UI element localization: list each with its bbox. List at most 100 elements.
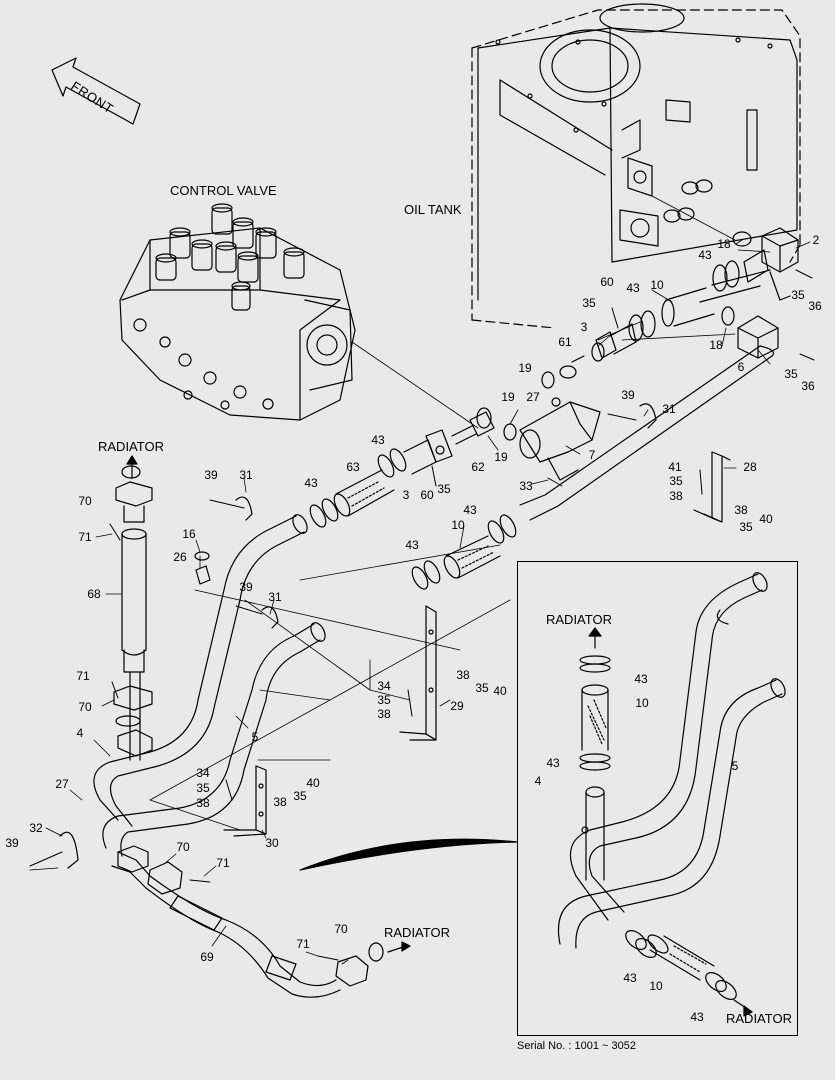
callout-43: 43	[546, 756, 560, 770]
callout-70: 70	[176, 840, 190, 854]
radiator-arrows	[126, 455, 411, 953]
callout-35: 35	[669, 474, 683, 488]
control-valve-spools	[155, 203, 305, 311]
serial-number: Serial No. : 1001 ~ 3052	[517, 1040, 636, 1052]
callout-32: 32	[29, 821, 43, 835]
callout-43: 43	[463, 503, 477, 517]
callout-7: 7	[588, 448, 596, 462]
adapter-3-upper	[591, 323, 637, 362]
callout-36: 36	[808, 299, 822, 313]
callout-38: 38	[669, 489, 683, 503]
plug-26	[194, 551, 211, 585]
callout-39: 39	[5, 836, 19, 850]
front-arrow-icon	[51, 57, 141, 125]
callout-61: 61	[558, 335, 572, 349]
callout-26: 26	[173, 550, 187, 564]
o-rings	[115, 231, 752, 962]
suction-pipe-upper	[699, 269, 771, 303]
callout-10: 10	[451, 518, 465, 532]
radiator-label-top: RADIATOR	[98, 439, 164, 454]
adapter-3-lower	[403, 429, 453, 475]
callout-38: 38	[734, 503, 748, 517]
hose-69	[111, 851, 341, 998]
callout-34: 34	[196, 766, 210, 780]
callout-43: 43	[698, 248, 712, 262]
callout-38: 38	[456, 668, 470, 682]
callout-71: 71	[216, 856, 230, 870]
callout-63: 63	[346, 460, 360, 474]
callout-19: 19	[494, 450, 508, 464]
bolts	[29, 269, 815, 961]
callout-35: 35	[791, 288, 805, 302]
callout-2: 2	[812, 233, 820, 247]
callout-31: 31	[662, 402, 676, 416]
callout-43: 43	[304, 476, 318, 490]
callout-10: 10	[649, 979, 663, 993]
callout-41: 41	[668, 460, 682, 474]
callout-27: 27	[526, 390, 540, 404]
callout-62: 62	[471, 460, 485, 474]
callout-31: 31	[268, 590, 282, 604]
callout-35: 35	[196, 781, 210, 795]
callout-29: 29	[450, 699, 464, 713]
control-valve-label: CONTROL VALVE	[170, 183, 277, 198]
callout-35: 35	[739, 520, 753, 534]
radiator-label-inset-top: RADIATOR	[546, 612, 612, 627]
hose-68	[121, 528, 147, 761]
callout-36: 36	[801, 379, 815, 393]
callout-18: 18	[709, 338, 723, 352]
callout-43: 43	[405, 538, 419, 552]
callout-39: 39	[204, 468, 218, 482]
bracket-30	[223, 765, 267, 837]
callout-27: 27	[55, 777, 69, 791]
control-valve-body	[119, 227, 356, 421]
callout-31: 31	[239, 468, 253, 482]
callout-leaders	[29, 239, 811, 965]
callout-43: 43	[371, 433, 385, 447]
callout-18: 18	[717, 237, 731, 251]
oil-tank-label: OIL TANK	[404, 202, 462, 217]
callout-40: 40	[759, 512, 773, 526]
pipe-5	[102, 622, 326, 857]
callout-3: 3	[402, 488, 410, 502]
callout-71: 71	[296, 937, 310, 951]
tank-ports	[619, 157, 713, 247]
fitting-62	[451, 411, 495, 445]
callout-39: 39	[239, 580, 253, 594]
callout-40: 40	[306, 776, 320, 790]
callout-70: 70	[78, 494, 92, 508]
callout-28: 28	[743, 460, 757, 474]
flanges-70-lower	[117, 845, 369, 987]
callout-38: 38	[273, 795, 287, 809]
callout-39: 39	[621, 388, 635, 402]
hose-10-upper	[661, 287, 715, 327]
callout-43: 43	[634, 672, 648, 686]
callout-16: 16	[182, 527, 196, 541]
callout-43: 43	[626, 281, 640, 295]
callout-70: 70	[78, 700, 92, 714]
callout-35: 35	[437, 482, 451, 496]
hose-10-middle	[443, 535, 501, 579]
callout-35: 35	[582, 296, 596, 310]
callout-68: 68	[87, 587, 101, 601]
callout-71: 71	[76, 669, 90, 683]
callout-5: 5	[251, 730, 259, 744]
callout-70: 70	[334, 922, 348, 936]
fitting-61	[559, 355, 585, 379]
callout-35: 35	[293, 789, 307, 803]
adapter-7	[519, 397, 601, 481]
inset-frame	[517, 561, 798, 1036]
callout-33: 33	[519, 479, 533, 493]
radiator-label-inset-bottom: RADIATOR	[726, 1011, 792, 1026]
pipe-4	[93, 514, 308, 827]
flanges-70-upper	[113, 481, 153, 757]
callout-30: 30	[265, 836, 279, 850]
callout-10: 10	[635, 696, 649, 710]
callout-71: 71	[78, 530, 92, 544]
callout-43: 43	[690, 1010, 704, 1024]
callout-40: 40	[493, 684, 507, 698]
callout-60: 60	[600, 275, 614, 289]
inset-swoosh	[299, 838, 518, 871]
